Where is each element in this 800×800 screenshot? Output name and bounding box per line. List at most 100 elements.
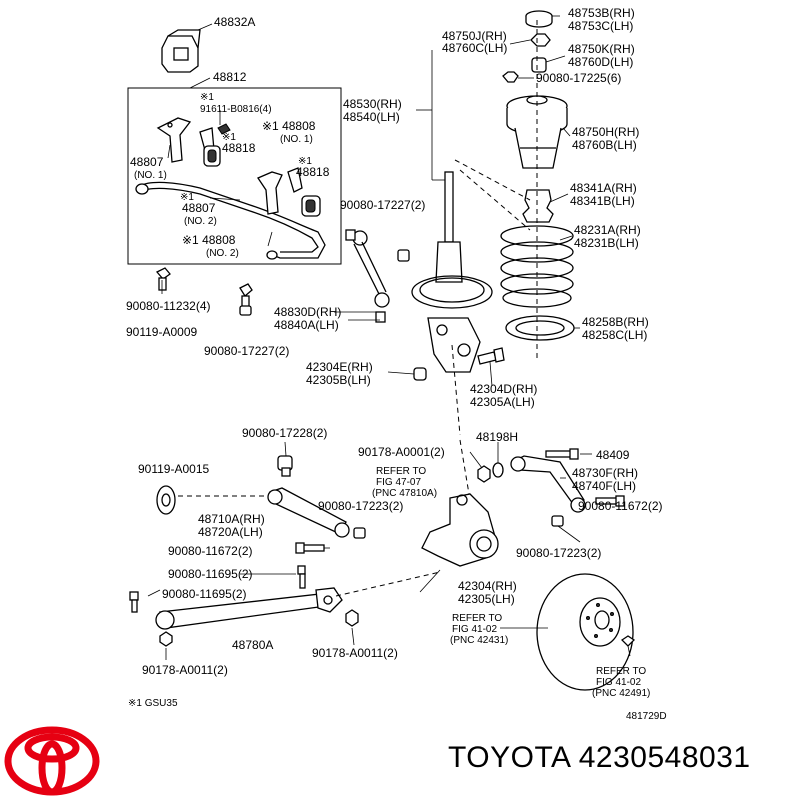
trailing-arm-48780A [155, 587, 343, 630]
label-refer-47-07-b: FIG 47-07 [376, 477, 421, 488]
label-48808-no2: ※1 48808 [182, 233, 236, 247]
label-48808-no1: ※1 48808 [262, 119, 316, 133]
lower-arm-48710A [267, 487, 350, 538]
label-48808-no1-sub: (NO. 1) [280, 134, 313, 145]
nut-90178-A0001 [477, 465, 491, 483]
label-48530: 48530(RH) [343, 97, 402, 111]
label-refer-41-02-f: (PNC 42491) [592, 688, 650, 699]
nut-90178-A0011-b [345, 609, 359, 627]
label-42304: 42304(RH) [458, 579, 517, 593]
bracket-48832A [161, 23, 213, 73]
brand-part-number: TOYOTA 4230548031 [448, 741, 751, 774]
label-48341B: 48341B(LH) [570, 194, 635, 208]
label-48710A: 48710A(RH) [198, 512, 265, 526]
label-90080-17225: 90080-17225(6) [536, 71, 621, 85]
bump-stopper-48341A [522, 189, 554, 223]
nut-90080-17227-b [239, 305, 252, 316]
label-48780A: 48780A [232, 638, 273, 652]
label-48231B: 48231B(LH) [574, 236, 639, 250]
label-48231A: 48231A(RH) [574, 223, 641, 237]
hub-bolt [620, 635, 636, 647]
label-refer-41-02-d: REFER TO [596, 666, 646, 677]
label-48753C: 48753C(LH) [568, 19, 633, 33]
label-48198H: 48198H [476, 430, 518, 444]
label-48832A: 48832A [214, 15, 255, 29]
label-48818-b: 48818 [296, 165, 330, 179]
bolt-90080-11695-b [129, 591, 139, 613]
label-48807-no1-sub: (NO. 1) [134, 170, 167, 181]
label-48740F: 48740F(LH) [572, 479, 636, 493]
label-42304D: 42304D(RH) [470, 382, 537, 396]
nut-90178-A0011-a [159, 631, 173, 647]
label-refer-41-02-a: REFER TO [452, 613, 502, 624]
label-refer-41-02-e: FIG 41-02 [596, 677, 641, 688]
assembly-line-strut [451, 159, 531, 501]
shock-absorber-strut [411, 171, 493, 373]
label-90119-A0009: 90119-A0009 [126, 325, 198, 339]
label-48760D: 48760D(LH) [568, 55, 633, 69]
label-90119-A0015: 90119-A0015 [138, 462, 210, 476]
label-refer-47-07-a: REFER TO [376, 466, 426, 477]
label-48409: 48409 [596, 448, 630, 462]
steering-knuckle-42304 [421, 493, 499, 567]
bolt-48409 [545, 448, 579, 460]
dust-cap-48753B [525, 10, 553, 28]
label-42305: 42305(LH) [458, 592, 515, 606]
label-90080-17227-a: 90080-17227(2) [340, 198, 425, 212]
label-48753B: 48753B(RH) [568, 6, 635, 20]
label-refer-47-07-c: (PNC 47810A) [372, 488, 437, 499]
label-48258C: 48258C(LH) [582, 328, 647, 342]
spring-seat-48258B [505, 315, 575, 341]
label-90178-A0011-a: 90178-A0011(2) [142, 663, 228, 677]
label-48808-no2-sub: (NO. 2) [206, 248, 239, 259]
label-90080-11695-a: 90080-11695(2) [168, 567, 253, 581]
label-48840A: 48840A(LH) [274, 318, 339, 332]
bushing-2 [301, 195, 321, 217]
assembly-line-trailing [335, 571, 441, 597]
label-90080-17227-b: 90080-17227(2) [204, 344, 289, 358]
label-note-1a: ※1 [200, 92, 214, 103]
label-91611: 91611-B0816(4) [200, 104, 272, 115]
nut-90080-17228 [277, 455, 293, 477]
label-90080-11232: 90080-11232(4) [126, 299, 211, 313]
label-90080-17223-a: 90080-17223(2) [318, 499, 403, 513]
bolt-42304D [477, 347, 505, 365]
label-48807-no2-sub: (NO. 2) [184, 216, 217, 227]
label-note-1b: ※1 [222, 132, 236, 143]
part-labels: 48832A 48812 ※1 91611-B0816(4) ※1 ※1 488… [126, 6, 667, 722]
label-48540: 48540(LH) [343, 110, 400, 124]
bolt-90080-11672-b [595, 495, 625, 507]
brake-disc [536, 573, 634, 691]
stabilizer-group-box [127, 87, 342, 265]
label-90178-A0001: 90178-A0001(2) [358, 445, 445, 459]
label-42305B: 42305B(LH) [306, 373, 371, 387]
label-48760B: 48760B(LH) [572, 138, 637, 152]
bolt-90119-A0009 [239, 283, 253, 309]
label-90080-11672-a: 90080-11672(2) [168, 544, 253, 558]
label-note-1e: ※1 [180, 192, 194, 203]
label-48818-a: 48818 [222, 141, 256, 155]
label-refer-41-02-b: FIG 41-02 [452, 624, 497, 635]
bushing-1 [203, 145, 221, 167]
label-90178-A0011-b: 90178-A0011(2) [312, 646, 398, 660]
label-90080-17223-b: 90080-17223(2) [516, 546, 601, 560]
arm-48730F [510, 455, 586, 513]
label-48807-no1: 48807 [130, 155, 164, 169]
label-48760C: 48760C(LH) [442, 41, 507, 55]
label-48830D: 48830D(RH) [274, 305, 341, 319]
bolt-90080-11232 [155, 267, 171, 294]
stabilizer-bar [135, 181, 326, 260]
bushing-48750K [531, 57, 547, 73]
nut-90080-17225 [502, 71, 519, 83]
label-48812: 48812 [213, 70, 247, 84]
label-note-gsu35: ※1 GSU35 [128, 698, 178, 709]
label-48750J: 48750J(RH) [442, 29, 507, 43]
label-48730F: 48730F(RH) [572, 466, 638, 480]
nut-90080-17223-b [551, 515, 564, 527]
label-48720A: 48720A(LH) [198, 525, 263, 539]
washer-48198H [492, 462, 504, 478]
label-figure-id: 481729D [626, 711, 667, 722]
label-48807-no2: 48807 [182, 201, 216, 215]
camber-nut-90119-A0015 [156, 485, 176, 515]
